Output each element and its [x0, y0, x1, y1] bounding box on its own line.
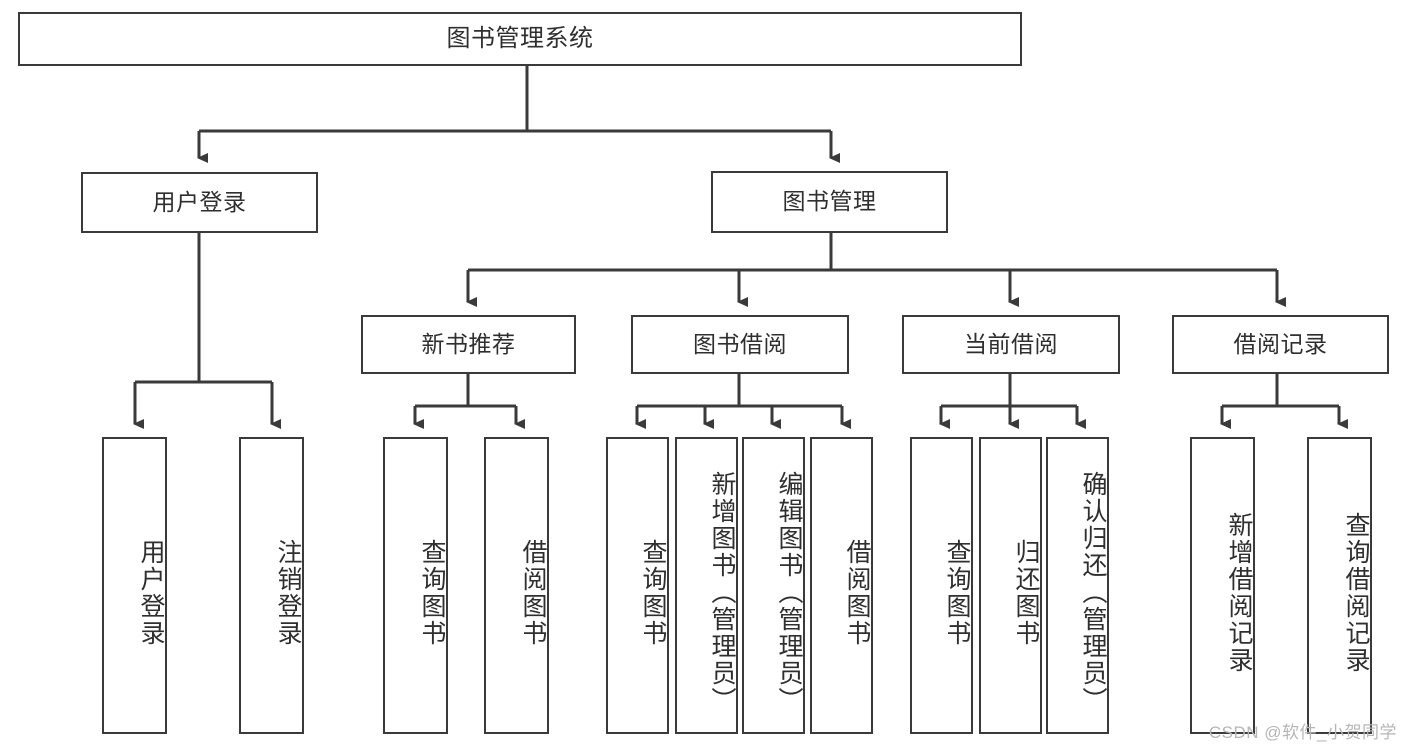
node-current-borrow-label: 当前借阅 [964, 330, 1058, 357]
node-new-book-recommend[interactable]: 新书推荐 [361, 315, 576, 374]
leaf-label: 新增图书（管理员） [708, 471, 736, 714]
node-book-management[interactable]: 图书管理 [711, 171, 948, 233]
node-borrow-records-label: 借阅记录 [1233, 330, 1328, 357]
node-root-label: 图书管理系统 [446, 24, 594, 52]
watermark: CSDN @软件_小贺同学 [1208, 723, 1397, 742]
leaf-label: 查询借阅记录 [1342, 511, 1370, 674]
leaf-label: 用户登录 [137, 538, 165, 647]
node-root-system[interactable]: 图书管理系统 [18, 12, 1022, 66]
leaf-user-login-login[interactable]: 用户登录 [102, 437, 167, 734]
leaf-label: 归还图书 [1012, 538, 1040, 647]
leaf-borrow-records-query[interactable]: 查询借阅记录 [1307, 437, 1372, 734]
leaf-book-borrow-add[interactable]: 新增图书（管理员） [675, 437, 738, 734]
leaf-current-borrow-query[interactable]: 查询图书 [910, 437, 973, 734]
leaf-book-borrow-borrow[interactable]: 借阅图书 [810, 437, 873, 734]
leaf-current-borrow-confirm-return[interactable]: 确认归还（管理员） [1046, 437, 1109, 734]
leaf-user-login-logout[interactable]: 注销登录 [239, 437, 304, 734]
node-new-book-recommend-label: 新书推荐 [421, 330, 516, 357]
leaf-book-borrow-query[interactable]: 查询图书 [606, 437, 669, 734]
leaf-new-books-borrow[interactable]: 借阅图书 [484, 437, 549, 734]
node-book-borrow-label: 图书借阅 [693, 330, 787, 357]
node-book-management-label: 图书管理 [782, 188, 877, 215]
leaf-label: 借阅图书 [519, 538, 547, 647]
leaf-label: 查询图书 [418, 538, 446, 647]
node-user-login-label: 用户登录 [152, 188, 247, 215]
leaf-label: 新增借阅记录 [1225, 511, 1253, 674]
leaf-label: 确认归还（管理员） [1079, 471, 1107, 714]
leaf-book-borrow-edit[interactable]: 编辑图书（管理员） [742, 437, 805, 734]
leaf-new-books-query[interactable]: 查询图书 [383, 437, 448, 734]
node-borrow-records[interactable]: 借阅记录 [1172, 315, 1389, 374]
leaf-current-borrow-return[interactable]: 归还图书 [979, 437, 1042, 734]
leaf-borrow-records-add[interactable]: 新增借阅记录 [1190, 437, 1255, 734]
leaf-label: 注销登录 [274, 538, 302, 647]
leaf-label: 编辑图书（管理员） [775, 471, 803, 714]
node-user-login[interactable]: 用户登录 [81, 172, 318, 233]
leaf-label: 借阅图书 [843, 538, 871, 647]
node-current-borrow[interactable]: 当前借阅 [902, 315, 1120, 374]
node-book-borrow[interactable]: 图书借阅 [631, 315, 849, 374]
leaf-label: 查询图书 [639, 538, 667, 647]
leaf-label: 查询图书 [943, 538, 971, 647]
